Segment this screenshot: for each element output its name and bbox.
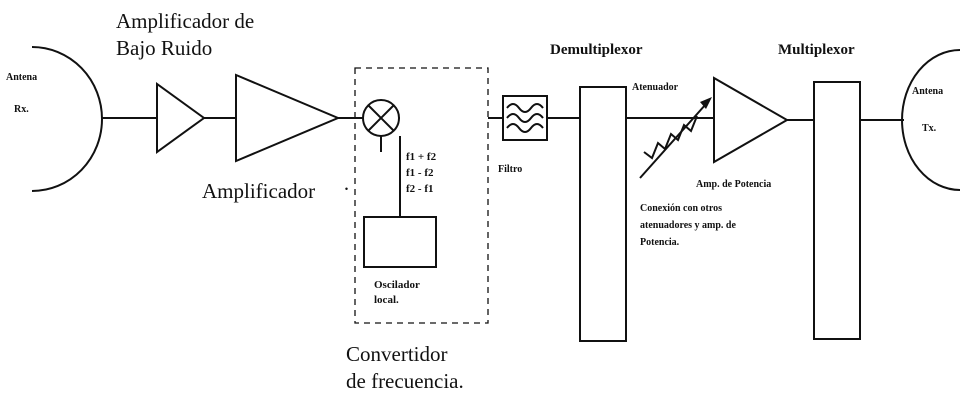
mixer-product-1: f1 + f2 — [406, 151, 437, 163]
tx-antenna-tag: Tx. — [922, 123, 937, 134]
converter-label-line2: de frecuencia. — [346, 369, 464, 393]
filter-label: Filtro — [498, 164, 522, 175]
rx-antenna — [31, 46, 103, 192]
local-oscillator-label-1: Oscilador — [374, 279, 420, 291]
multiplexer — [813, 81, 861, 340]
connection-note-2: atenuadores y amp. de — [640, 220, 736, 231]
svg-text:·: · — [343, 177, 350, 201]
rx-antenna-tag: Rx. — [14, 104, 29, 115]
converter-label-line1: Convertidor — [346, 342, 447, 366]
mixer-icon — [362, 99, 400, 137]
amplifier-label: Amplificador — [202, 179, 315, 203]
mixer-product-2: f1 - f2 — [406, 167, 434, 179]
mixer-product-3: f2 - f1 — [406, 183, 434, 195]
local-oscillator-label-2: local. — [374, 294, 399, 306]
power-amplifier — [713, 76, 790, 164]
amplifier — [235, 73, 341, 163]
local-oscillator — [363, 216, 437, 268]
connection-note-1: Conexión con otros — [640, 203, 722, 214]
rx-antenna-label: Antena — [6, 72, 37, 83]
connection-note-3: Potencia. — [640, 237, 680, 248]
low-noise-amplifier — [156, 82, 206, 154]
bandpass-filter-icon — [502, 95, 548, 141]
tx-antenna-label: Antena — [912, 86, 943, 97]
tx-antenna — [901, 49, 960, 191]
lna-label-line1: Amplificador de — [116, 9, 254, 33]
demultiplexer-label: Demultiplexor — [550, 42, 643, 58]
attenuator-label: Atenuador — [632, 82, 679, 93]
variable-attenuator-icon — [639, 97, 712, 179]
power-amp-label: Amp. de Potencia — [696, 179, 771, 190]
multiplexer-label: Multiplexor — [778, 42, 855, 58]
lna-label-line2: Bajo Ruido — [116, 36, 212, 60]
frequency-converter-box — [354, 67, 489, 324]
demultiplexer — [579, 86, 627, 342]
